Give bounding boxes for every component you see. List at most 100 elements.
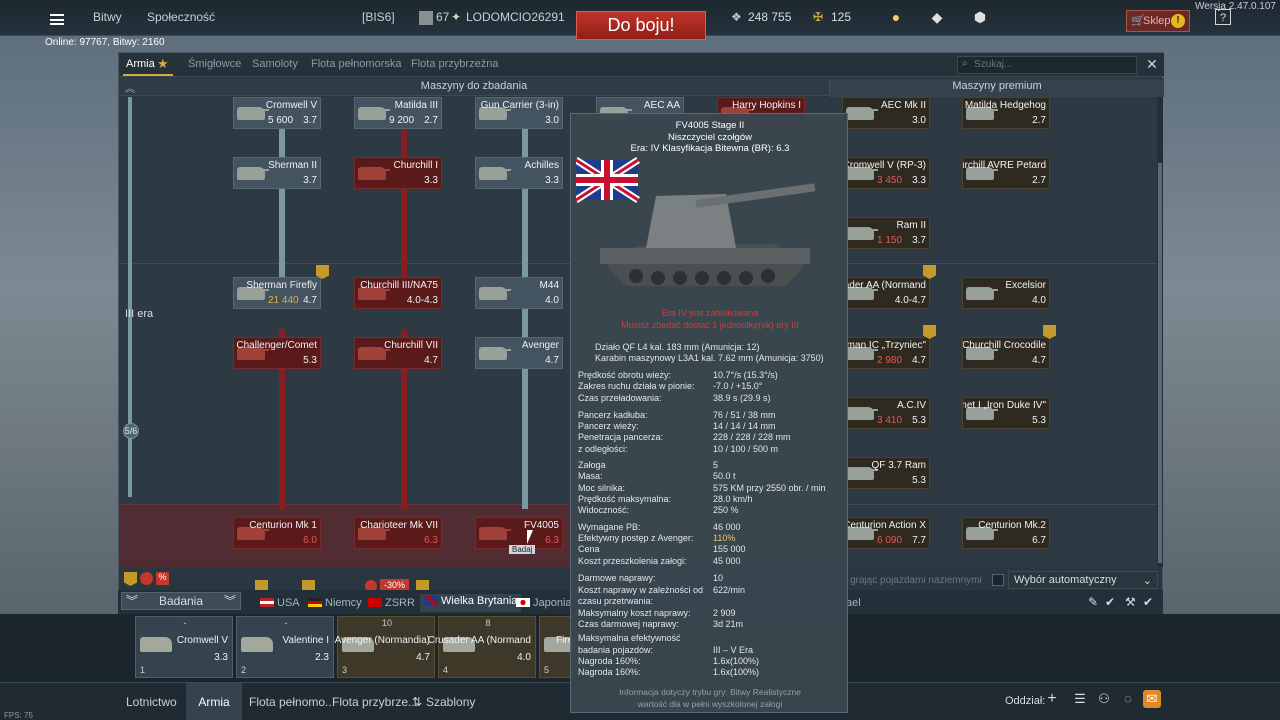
- friends-icon[interactable]: ⚇: [1098, 691, 1110, 706]
- vehicle-card-cromwell-v[interactable]: Cromwell V 5 600 3.7: [233, 97, 321, 129]
- vehicle-card-avenger[interactable]: Avenger 4.7: [475, 337, 563, 369]
- tab-bluewater-fleet[interactable]: Flota pełnomorska: [311, 58, 402, 70]
- tab-aircraft[interactable]: Samoloty: [252, 58, 298, 70]
- premium-card-sherman-ic[interactable]: Sherman IC „Trzyniec" 2 980 4.7: [842, 337, 930, 369]
- vehicle-br: 3.7: [303, 175, 317, 186]
- bottom-tab-bluewater[interactable]: Flota pełnomo...: [249, 695, 336, 709]
- premium-card-excelsior[interactable]: Excelsior 4.0: [962, 277, 1050, 309]
- stat-label: Pancerz wieży:: [578, 421, 639, 431]
- vehicle-card-matilda-iii[interactable]: Matilda III 9 200 2.7: [354, 97, 442, 129]
- research-hint[interactable]: Badaj: [509, 545, 536, 554]
- premium-card-centurion-mk2[interactable]: Centurion Mk.2 6.7: [962, 517, 1050, 549]
- bottom-tab-coastal[interactable]: Flota przybrze...: [332, 695, 419, 709]
- vehicle-card-churchill-i[interactable]: Churchill I 3.3: [354, 157, 442, 189]
- tab-helicopters[interactable]: Śmigłowce: [188, 58, 242, 70]
- premium-card-comet-iron-duke[interactable]: Comet I „Iron Duke IV" 5.3: [962, 397, 1050, 429]
- check-all-icon[interactable]: ✔: [1143, 595, 1154, 609]
- tooltip-title: FV4005 Stage II: [675, 120, 745, 131]
- tooltip-stat-row: Maksymalna efektywność: [578, 633, 844, 644]
- wrench-icon[interactable]: ✎: [1088, 595, 1099, 609]
- nation-usa[interactable]: USA: [260, 597, 300, 609]
- vehicle-card-churchill-vii[interactable]: Churchill VII 4.7: [354, 337, 442, 369]
- stat-label: Penetracja pancerza:: [578, 432, 664, 442]
- vehicle-card-m44[interactable]: M44 4.0: [475, 277, 563, 309]
- menu-battles[interactable]: Bitwy: [93, 10, 122, 24]
- mail-icon[interactable]: ✉: [1143, 690, 1161, 708]
- premium-card-crusader-aa[interactable]: Crusader AA (Normand 4.0-4.7: [842, 277, 930, 309]
- nation-japan[interactable]: Japonia: [516, 597, 572, 609]
- crew-slot[interactable]: 8 Crusader AA (Normand 4.0 4: [428, 616, 536, 678]
- premium-card-churchill-avre[interactable]: Churchill AVRE Petard 2.7: [962, 157, 1050, 189]
- decal-icon[interactable]: ◆: [931, 9, 943, 25]
- premium-card-matilda-hedgehog[interactable]: Matilda Hedgehog 2.7: [962, 97, 1050, 129]
- menu-community[interactable]: Społeczność: [147, 10, 216, 24]
- premium-card-centurion-action-x[interactable]: Centurion Action X 6 090 7.7: [842, 517, 930, 549]
- avatar[interactable]: [419, 11, 433, 25]
- premium-card-ram-ii[interactable]: Ram II 1 150 3.7: [842, 217, 930, 249]
- list-icon[interactable]: ☰: [1074, 691, 1086, 706]
- vehicle-card-challenger-comet[interactable]: Challenger/Comet 5.3: [233, 337, 321, 369]
- tank-icon: [140, 637, 172, 652]
- tank-icon: [241, 637, 273, 652]
- vehicle-card-gun-carrier[interactable]: Gun Carrier (3-in) 3.0: [475, 97, 563, 129]
- nation-britain[interactable]: Wielka Brytania: [420, 594, 522, 612]
- vehicle-name: Churchill VII: [384, 340, 438, 351]
- vehicle-card-sherman-firefly[interactable]: Sherman Firefly 21 440 4.7: [233, 277, 321, 309]
- add-icon[interactable]: +: [1047, 690, 1057, 707]
- vehicle-card-sherman-ii[interactable]: Sherman II 3.7: [233, 157, 321, 189]
- auto-select-checkbox[interactable]: [992, 574, 1004, 586]
- premium-card-qf-ram[interactable]: QF 3.7 Ram 5.3: [842, 457, 930, 489]
- bottom-tab-army[interactable]: Armia: [186, 683, 242, 720]
- vehicle-name: Crusader AA (Normand: [843, 280, 926, 291]
- tooltip-stat-row: Pancerz wieży:14 / 14 / 14 mm: [578, 421, 844, 432]
- player-name[interactable]: LODOMCIO26291: [466, 10, 565, 24]
- squad-tag[interactable]: [BIS6]: [362, 10, 395, 24]
- vehicle-card-fv4005[interactable]: FV4005 6.3: [475, 517, 563, 549]
- premium-card-churchill-crocodile[interactable]: Churchill Crocodile 4.7: [962, 337, 1050, 369]
- shop-button[interactable]: 🛒 Sklep !: [1126, 10, 1190, 32]
- repair-all-icon[interactable]: ⚒: [1125, 595, 1136, 609]
- crew-slot[interactable]: - Cromwell V 3.3 1: [135, 616, 233, 678]
- nation-germany[interactable]: Niemcy: [308, 597, 362, 609]
- slot-vehicle-name: Crusader AA (Normand: [427, 635, 531, 646]
- auto-select-dropdown[interactable]: Wybór automatyczny ⌄: [1008, 571, 1158, 589]
- vehicle-br: 3.3: [545, 175, 559, 186]
- uk-flag-icon: [424, 596, 438, 605]
- slot-vehicle-br: 3.3: [214, 652, 228, 663]
- vehicle-card-charioteer[interactable]: Charioteer Mk VII 6.3: [354, 517, 442, 549]
- vehicle-card-centurion-mk1[interactable]: Centurion Mk 1 6.0: [233, 517, 321, 549]
- help-icon[interactable]: ?: [1215, 9, 1231, 25]
- tree-scrollbar-thumb[interactable]: [1158, 163, 1162, 563]
- premium-card-cromwell-rp3[interactable]: Cromwell V (RP-3) 3 450 3.3: [842, 157, 930, 189]
- tab-army[interactable]: Armia: [126, 58, 155, 70]
- lightbulb-icon[interactable]: ●: [891, 9, 901, 25]
- premium-card-aec-mk2[interactable]: AEC Mk II 3.0: [842, 97, 930, 129]
- vehicle-name: Harry Hopkins I: [732, 100, 801, 111]
- crafting-icon[interactable]: ⬢: [973, 9, 987, 25]
- slot-vehicle-name: Avenger (Normandia): [334, 635, 430, 646]
- nation-ussr[interactable]: ZSRR: [368, 597, 415, 609]
- close-button[interactable]: ✕: [1146, 56, 1158, 72]
- search-input[interactable]: Szukaj...: [957, 56, 1137, 74]
- battle-button[interactable]: Do boju!: [576, 11, 706, 40]
- tab-coastal-fleet[interactable]: Flota przybrzeżna: [411, 58, 499, 70]
- bottom-tab-presets[interactable]: ⇅ Szablony: [406, 683, 483, 720]
- era-label[interactable]: III era: [125, 308, 154, 320]
- bottom-tab-aviation[interactable]: Lotnictwo: [126, 695, 177, 709]
- stat-value: 250 %: [713, 505, 739, 515]
- collapse-icon[interactable]: ︽: [125, 84, 135, 95]
- crew-slot[interactable]: 10 Avenger (Normandia) 4.7 3: [334, 616, 435, 678]
- menu-icon[interactable]: [50, 14, 64, 25]
- vehicle-card-churchill-iii[interactable]: Churchill III/NA75 4.0-4.3: [354, 277, 442, 309]
- vehicle-card-achilles[interactable]: Achilles 3.3: [475, 157, 563, 189]
- tooltip-stat-row: Wymagane PB:46 000: [578, 522, 844, 533]
- tooltip-stat-row: Efektywny postęp z Avenger:110%: [578, 533, 844, 544]
- vehicle-br: 2.7: [424, 115, 438, 126]
- stat-label: Wymagane PB:: [578, 522, 641, 532]
- research-toggle[interactable]: ︾ Badania ︾: [121, 592, 241, 610]
- crew-slot[interactable]: - Valentine I 2.3 2: [236, 616, 334, 678]
- check-icon[interactable]: ✔: [1105, 595, 1116, 609]
- nation-israel[interactable]: ael: [846, 597, 861, 609]
- chat-icon[interactable]: ◌: [1124, 691, 1132, 706]
- premium-card-ac-iv[interactable]: A.C.IV 3 410 5.3: [842, 397, 930, 429]
